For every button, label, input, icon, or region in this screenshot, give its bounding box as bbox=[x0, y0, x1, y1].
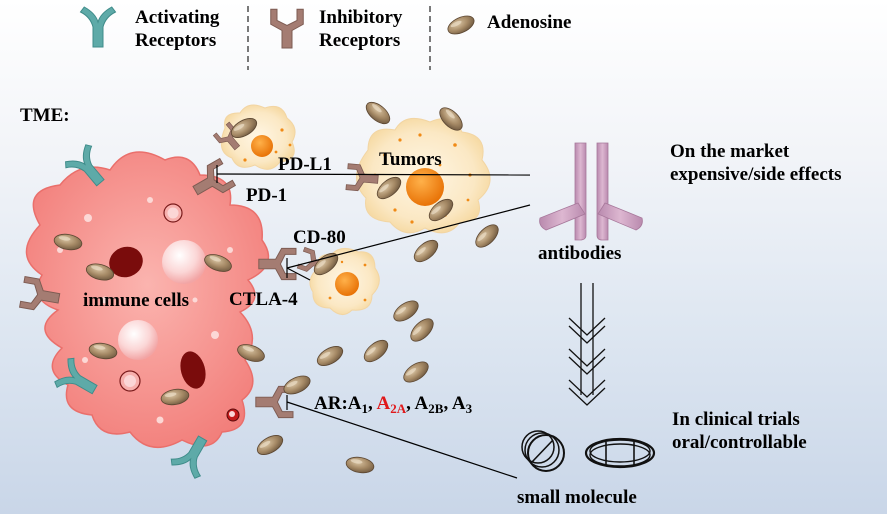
a2a-highlight: A2A bbox=[376, 393, 407, 416]
downward-arrow-icon bbox=[568, 283, 606, 406]
ctla-4-label: CTLA-4 bbox=[229, 289, 298, 310]
adenosine-icon bbox=[444, 11, 478, 39]
pd-1-label: PD-1 bbox=[246, 185, 288, 206]
small-molecule-icon bbox=[521, 430, 656, 472]
immune-cells-label: immune cells bbox=[83, 290, 190, 311]
activating-receptor-icon bbox=[80, 6, 116, 48]
connector-lines bbox=[216, 165, 531, 479]
inhibitory-receptor-icon bbox=[270, 8, 304, 49]
cd-80-label: CD-80 bbox=[293, 227, 346, 248]
tumor-cell-large bbox=[356, 117, 491, 234]
pd-l1-label: PD-L1 bbox=[278, 154, 332, 175]
immune-cell bbox=[25, 151, 270, 449]
tumors-label: Tumors bbox=[379, 149, 442, 170]
tme-label: TME: bbox=[20, 105, 70, 126]
legend-adenosine-label: Adenosine bbox=[487, 12, 572, 33]
antibody-icon bbox=[539, 142, 643, 241]
tumor-cell-small-bottom bbox=[309, 248, 380, 315]
antibodies-label: antibodies bbox=[538, 243, 622, 264]
adenosine-receptor-label: AR:A1, A2A, A2B, A3 bbox=[314, 393, 473, 416]
small-molecule-label: small molecule bbox=[517, 487, 637, 508]
